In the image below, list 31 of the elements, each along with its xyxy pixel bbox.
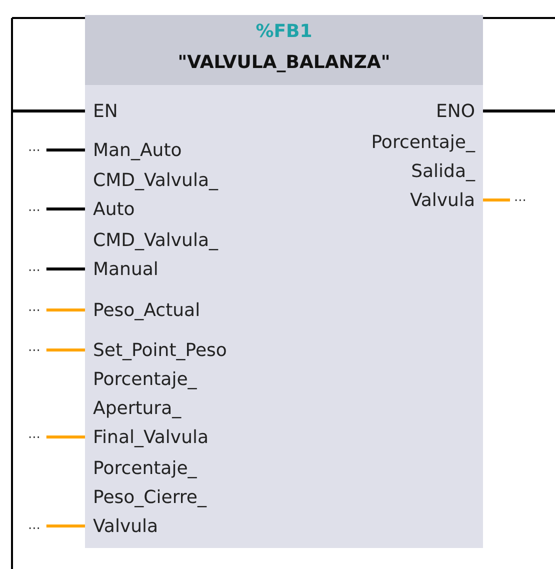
input-pin-label: CMD_Valvula_ Auto [85,166,218,224]
output-pin-label: ENO [436,96,483,126]
placeholder-operand: ... [28,427,40,443]
input-pin-label: CMD_Valvula_ Manual [85,226,218,284]
input-pin-label: EN [85,96,118,126]
input-pin-label: Porcentaje_ Peso_Cierre_ Valvula [85,454,206,540]
placeholder-operand: ... [28,340,40,356]
input-pin-label: Man_Auto [85,136,182,164]
block-name: "VALVULA_BALANZA" [176,52,392,73]
output-pin-label: Porcentaje_ Salida_ Valvula [371,128,483,214]
connection-line [46,208,85,210]
placeholder-operand: ... [28,300,40,316]
connection-line [46,524,85,528]
connection-line [46,268,85,270]
connection-line [46,436,85,438]
connection-line [46,308,85,312]
placeholder-operand: ... [28,518,40,534]
input-pin-label: Peso_Actual [85,296,200,324]
connection-line [13,110,85,112]
input-pin-label: Porcentaje_ Apertura_ Final_Valvula [85,364,209,452]
placeholder-operand: ... [514,190,526,206]
connection-line [46,348,85,352]
placeholder-operand: ... [28,200,40,216]
block-number: %FB1 [254,21,314,42]
connection-line [483,198,510,202]
placeholder-operand: ... [28,140,40,156]
placeholder-operand: ... [28,260,40,276]
input-pin-label: Set_Point_Peso [85,336,227,364]
function-block [85,15,483,548]
connection-line [46,148,85,152]
connection-line [483,110,555,112]
